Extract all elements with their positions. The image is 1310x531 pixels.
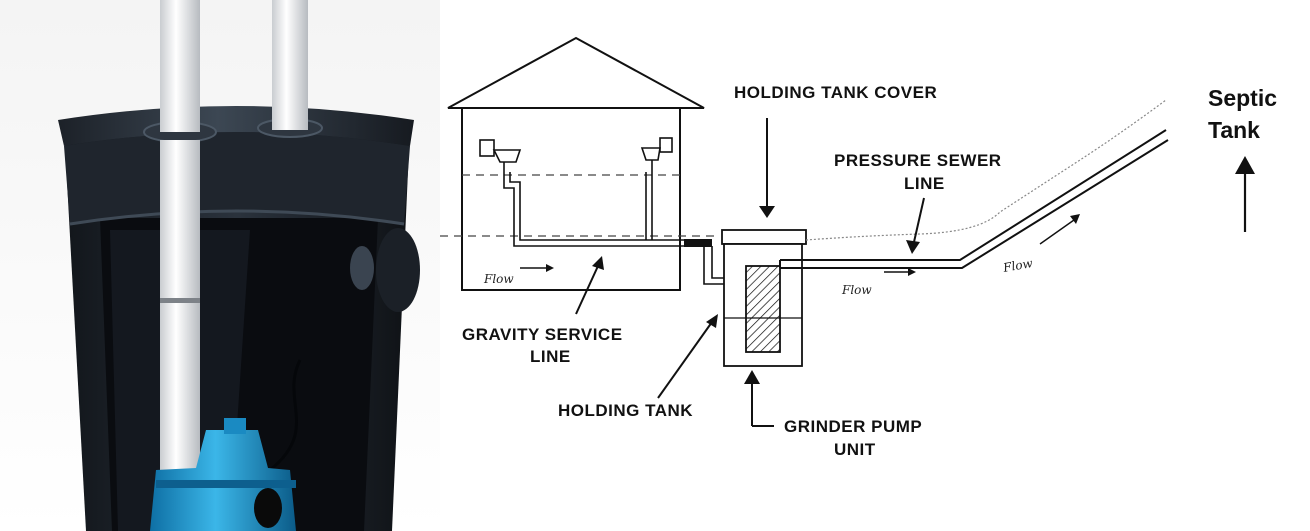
flow-arrowhead-pump [908, 268, 916, 276]
float-cord [269, 359, 302, 472]
toilet-right-icon [640, 137, 673, 172]
house-roof [447, 36, 705, 109]
discharge-pipe-lower [160, 140, 200, 531]
grinder-leader-head [744, 370, 760, 384]
label-grinder-pump-unit-2: UNIT [834, 440, 876, 459]
gravity-line-sleeve [684, 239, 712, 247]
label-grinder-pump-unit-1: GRINDER PUMP [784, 417, 922, 436]
collar-edge [69, 209, 405, 226]
label-septic-tank-1: Septic [1208, 85, 1277, 111]
toilet-left-icon [479, 139, 522, 172]
holding-tank-leader-head [706, 314, 718, 328]
pressure-leader [913, 197, 925, 243]
gravity-leader-head [592, 256, 604, 270]
cover-leader-head [759, 206, 775, 218]
flow-label-slope: Flow [1001, 256, 1034, 275]
pipe-coupling [160, 298, 200, 303]
gravity-service-line [503, 172, 712, 247]
grinder-pump-system-diagram: Flow Flow Flow HOLDING TANK COVER PRESSU… [440, 36, 1277, 459]
float-switch [254, 488, 282, 528]
flow-label-pump: Flow [841, 283, 872, 297]
pump-band [156, 480, 296, 488]
flow-arrowhead-house [546, 264, 554, 272]
holding-tank-cover [721, 229, 807, 245]
basin-lid [58, 106, 414, 146]
pump-cap [224, 418, 246, 434]
pressure-sewer-line [780, 129, 1169, 269]
gravity-leader [575, 265, 599, 315]
label-holding-tank-cover: HOLDING TANK COVER [734, 83, 937, 102]
discharge-pipe [160, 0, 200, 132]
tank-inlet-pipe [703, 246, 724, 285]
house [447, 36, 705, 291]
inlet-hub [376, 228, 420, 312]
holding-tank-leader [657, 321, 713, 399]
label-holding-tank: HOLDING TANK [558, 401, 693, 420]
ground-surface [805, 99, 1167, 241]
pressure-leader-head [906, 240, 920, 254]
sump-basin-photo [0, 0, 440, 531]
grinder-pump-unit [745, 265, 781, 353]
house-walls [461, 107, 681, 291]
label-septic-tank-2: Tank [1208, 117, 1260, 143]
septic-arrow-head [1235, 156, 1255, 174]
inlet-hole [350, 246, 374, 290]
label-gravity-service-line-1: GRAVITY SERVICE [462, 325, 623, 344]
label-pressure-sewer-line-1: PRESSURE SEWER [834, 151, 1002, 170]
flow-arrow-slope [1039, 219, 1075, 245]
flow-arrowhead-slope [1070, 214, 1080, 224]
vent-pipe [272, 0, 308, 130]
basin-collar [64, 132, 410, 224]
flow-label-house: Flow [483, 272, 514, 286]
label-pressure-sewer-line-2: LINE [904, 174, 945, 193]
label-gravity-service-line-2: LINE [530, 347, 571, 366]
